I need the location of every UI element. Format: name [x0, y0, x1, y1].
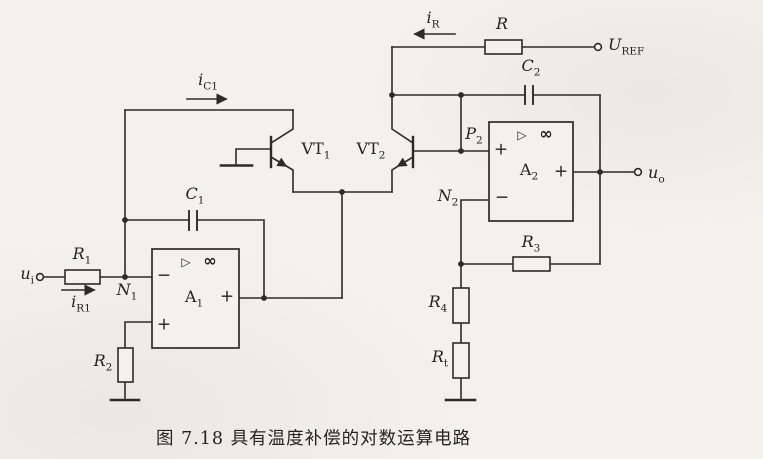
label-ir1: iR1: [71, 292, 91, 315]
node-dot-n1: [122, 274, 128, 280]
wire-uref-branch: [391, 46, 595, 96]
capacitor-c1: [124, 210, 265, 299]
label-p2: P2: [465, 124, 483, 147]
wire-ic1-top: [124, 109, 294, 278]
wire-r3-r4-rt: [444, 263, 601, 402]
figure-caption: 图 7.18 具有温度补偿的对数运算电路: [156, 429, 472, 449]
opamp-a1-infinity-icon: ∞: [203, 251, 217, 270]
label-r1: R1: [72, 244, 92, 267]
opamp-a2-noninverting-input-sign: +: [493, 139, 509, 160]
resistor-rt: [452, 342, 470, 379]
opamp-a2-output-sign: +: [553, 161, 569, 182]
junction-dots: [122, 92, 603, 301]
transistor-vt1: [219, 109, 294, 193]
terminal-uo: [633, 167, 643, 177]
label-c1: C1: [185, 184, 205, 207]
opamp-a1-box: [151, 248, 240, 349]
label-vt1: VT1: [301, 139, 331, 162]
label-rt: Rt: [431, 347, 449, 370]
node-dot: [389, 92, 395, 98]
node-dot: [597, 169, 603, 175]
resistor-r1: [64, 269, 101, 285]
node-dot-n2: [458, 261, 464, 267]
wire-a1-output: [238, 191, 393, 299]
wire-a1-noninv: [124, 321, 153, 399]
node-dot: [339, 189, 345, 195]
resistor-r: [484, 39, 523, 55]
resistor-r3: [512, 256, 551, 272]
opamp-a2-inverting-input-sign: −: [494, 187, 510, 208]
label-n1: N1: [116, 280, 138, 303]
label-uref: UREF: [608, 35, 645, 58]
opamp-a2-infinity-icon: ∞: [539, 124, 553, 143]
label-a2: A2: [519, 160, 539, 183]
resistor-r4: [452, 287, 470, 324]
label-r3: R3: [521, 232, 541, 255]
opamp-a1-output-sign: +: [219, 286, 235, 307]
opamp-a1-inverting-input-sign: −: [156, 265, 172, 286]
resistor-r2: [117, 347, 134, 383]
opamp-a1-noninverting-input-sign: +: [156, 314, 172, 335]
label-ic1: iC1: [198, 70, 218, 93]
label-a1: A1: [184, 287, 204, 310]
label-ui: ui: [20, 264, 34, 287]
node-dot: [122, 217, 128, 223]
capacitor-c2: [391, 85, 601, 105]
node-dot: [458, 92, 464, 98]
transistor-vt2: [391, 94, 462, 193]
label-r4: R4: [428, 292, 448, 315]
label-uo: uo: [648, 163, 665, 186]
node-dot: [261, 295, 267, 301]
opamp-a2-triangle-icon: ▷: [517, 128, 527, 142]
label-ir: iR: [426, 8, 440, 31]
terminal-uref: [593, 42, 603, 52]
label-r: R: [495, 14, 509, 34]
terminal-ui: [35, 272, 45, 282]
wire-a2-inputs: [460, 94, 490, 265]
label-c2: C2: [521, 56, 541, 79]
label-n2: N2: [437, 186, 459, 209]
opamp-a2-box: [488, 121, 574, 222]
label-vt2: VT2: [356, 139, 386, 162]
label-r2: R2: [93, 351, 113, 374]
node-dot-p2: [458, 148, 464, 154]
opamp-a1-triangle-icon: ▷: [181, 255, 191, 269]
